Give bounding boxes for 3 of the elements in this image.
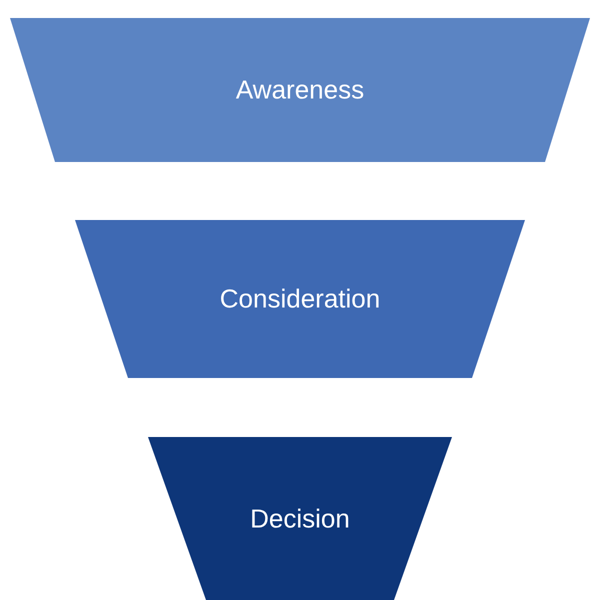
- stage-label: Consideration: [220, 284, 380, 314]
- stage-label: Awareness: [236, 74, 364, 106]
- stage-label: Decision: [250, 503, 350, 534]
